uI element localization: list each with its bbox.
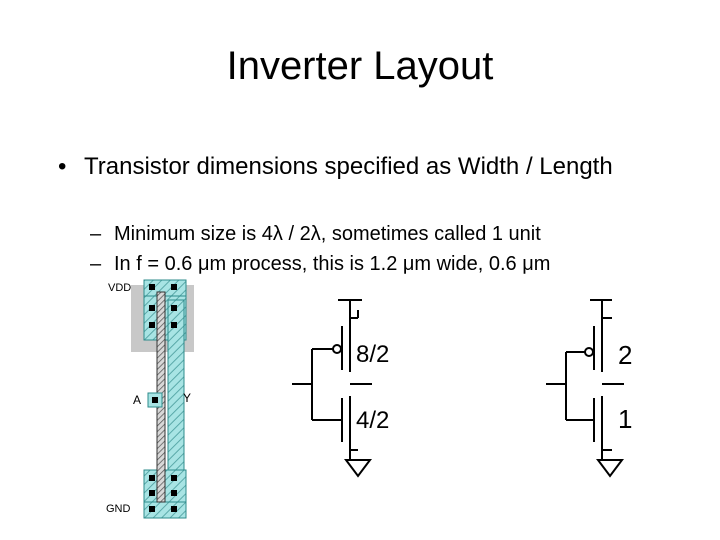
contact	[149, 475, 155, 481]
right-nmos-size: 1	[618, 404, 632, 434]
contact	[149, 305, 155, 311]
right-pmos-size: 2	[618, 340, 632, 370]
contact	[149, 322, 155, 328]
schematic-right	[546, 299, 624, 478]
vdd-label: VDD	[108, 282, 131, 294]
sub-bullet-text: Minimum size is 4λ / 2λ, sometimes calle…	[114, 223, 541, 245]
slide-title: Inverter Layout	[226, 44, 494, 88]
contact	[171, 490, 177, 496]
contact	[149, 490, 155, 496]
left-pmos-size: 8/2	[356, 341, 389, 368]
schematic-left	[292, 299, 372, 478]
sub-bullet-dash: –	[90, 253, 102, 275]
bullet-text: Transistor dimensions specified as Width…	[84, 153, 613, 180]
contact	[171, 305, 177, 311]
sub-bullet-1: –Minimum size is 4λ / 2λ, sometimes call…	[90, 222, 541, 246]
gnd-label: GND	[106, 503, 131, 515]
contact	[152, 397, 158, 403]
contact	[149, 506, 155, 512]
contact	[171, 284, 177, 290]
contact	[171, 506, 177, 512]
contact	[149, 284, 155, 290]
sub-bullet-dash: –	[90, 223, 102, 245]
contact	[171, 322, 177, 328]
bullet-dot: •	[58, 153, 67, 180]
input-a-label: A	[133, 393, 141, 407]
sub-bullet-2: –In f = 0.6 μm process, this is 1.2 μm w…	[90, 252, 550, 276]
left-nmos-size: 4/2	[356, 407, 389, 434]
sub-bullet-text: In f = 0.6 μm process, this is 1.2 μm wi…	[114, 253, 551, 275]
contact	[171, 475, 177, 481]
inverter-layout: VDD A Y GND	[106, 279, 194, 519]
output-y-label: Y	[183, 391, 191, 405]
